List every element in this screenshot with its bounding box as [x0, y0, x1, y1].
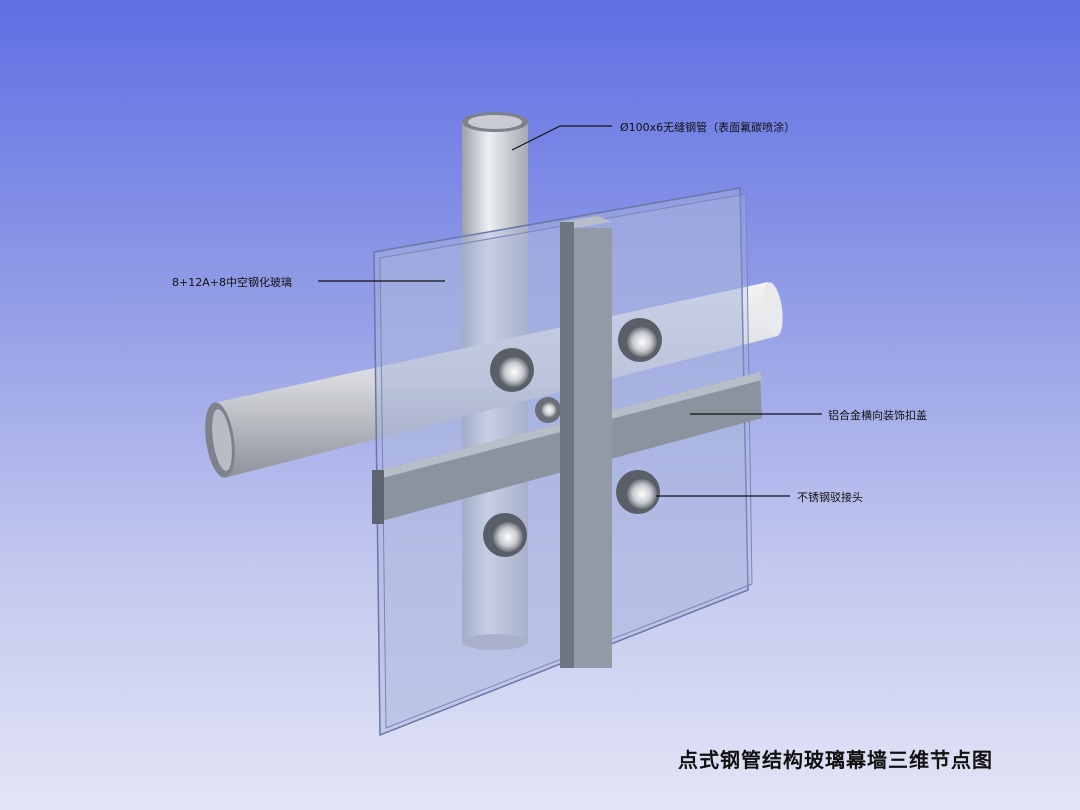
connector-bolt: [616, 470, 660, 514]
label-cover: 铝合金横向装饰扣盖: [828, 409, 927, 422]
connector-bolt: [535, 397, 561, 423]
diagram-title: 点式钢管结构玻璃幕墙三维节点图: [678, 748, 993, 772]
label-glass: 8+12A+8中空钢化玻璃: [172, 276, 292, 289]
connector-bolt: [618, 318, 662, 362]
leader-lines: [318, 125, 822, 497]
connector-bolt: [490, 348, 534, 392]
stainless-steel-connectors: [483, 318, 662, 557]
aluminum-vertical-mullion: [560, 216, 612, 668]
label-connector: 不锈钢驳接头: [797, 491, 863, 504]
label-steel-pipe: Ø100x6无缝钢管（表面氟碳喷涂）: [620, 121, 796, 134]
connector-bolt: [483, 513, 527, 557]
